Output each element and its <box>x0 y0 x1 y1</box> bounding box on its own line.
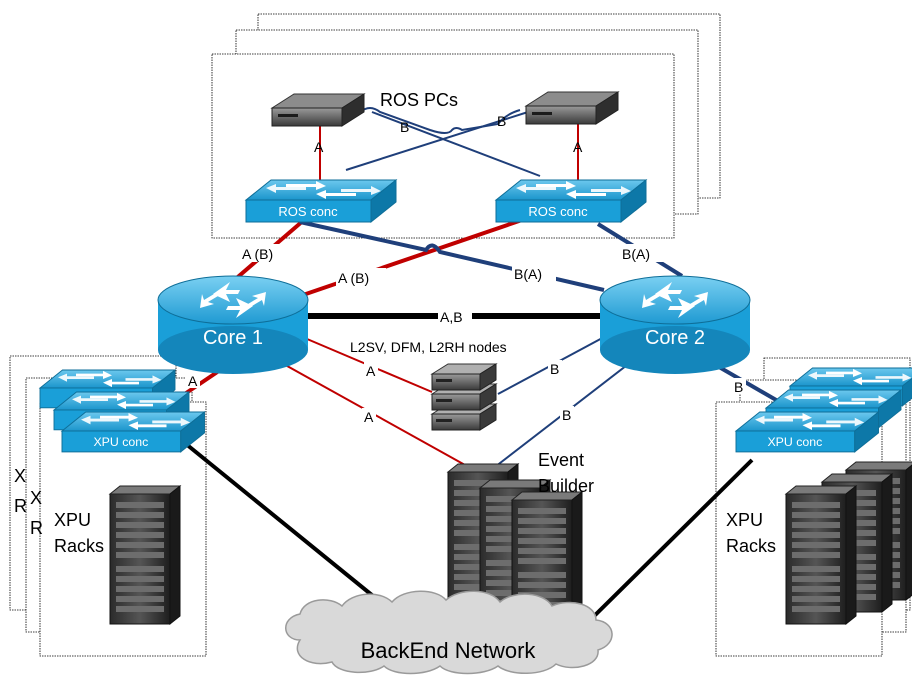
ros-conc-right-core1-label: A (B) <box>338 270 369 286</box>
ros-pcs-label: ROS PCs <box>380 90 458 110</box>
core-interlink-label: A,B <box>440 309 463 325</box>
xpu-rack-right-icon <box>785 485 857 625</box>
xpu-conc-right-switch: XPU conc <box>735 411 879 453</box>
ros-conc-left-core2-label: B(A) <box>514 266 542 282</box>
ros-pc-left-icon <box>271 93 365 127</box>
xpu-rack-left-icon <box>109 485 181 625</box>
link-xpu-right-backend <box>578 458 754 632</box>
link-ros-pc-left-b-cross <box>371 111 541 177</box>
ros-pc-right-icon <box>525 91 619 125</box>
core2-eb-label: B <box>562 407 571 423</box>
core2-router: Core 2 <box>599 275 751 374</box>
ros-conc-left-core1-label: A (B) <box>242 246 273 262</box>
core2-label: Core 2 <box>645 327 705 349</box>
ros-pc-right-b-label: B <box>497 113 506 129</box>
link-ros-conc-left-core2 <box>299 220 605 292</box>
core1-l2-label: A <box>366 363 376 379</box>
event-builder-label-line2: Builder <box>538 476 594 496</box>
core1-router: Core 1 <box>157 275 309 374</box>
xpu-conc-left-switch: XPU conc <box>61 411 205 453</box>
core1-eb-label: A <box>364 409 374 425</box>
ros-conc-left-switch: ROS conc <box>245 179 397 223</box>
link-ros-pc-right-b-cross <box>345 111 529 171</box>
ros-conc-right-core2-label: B(A) <box>622 246 650 262</box>
ros-pc-right-a-label: A <box>573 139 583 155</box>
backend-network-label: BackEnd Network <box>361 638 537 663</box>
ros-pc-left-a-label: A <box>314 139 324 155</box>
left-back-x-label: X <box>14 466 26 486</box>
core1-label: Core 1 <box>203 327 263 349</box>
left-mid-r-label: R <box>30 518 43 538</box>
left-back-r-label: R <box>14 496 27 516</box>
xpu-racks-left-line1: XPU <box>54 510 91 530</box>
l2-nodes-label: L2SV, DFM, L2RH nodes <box>350 339 507 355</box>
left-mid-x-label: X <box>30 488 42 508</box>
ros-conc-right-label: ROS conc <box>528 204 588 219</box>
l2-nodes-server-stack <box>431 363 497 431</box>
xpu-racks-right-line2: Racks <box>726 536 776 556</box>
event-builder-label-line1: Event <box>538 450 584 470</box>
backend-network-cloud: BackEnd Network <box>285 590 613 675</box>
ros-pc-left-b-label: B <box>400 119 409 135</box>
ros-conc-left-label: ROS conc <box>278 204 338 219</box>
xpu-conc-left-label: XPU conc <box>93 435 148 449</box>
xpu-racks-right-line1: XPU <box>726 510 763 530</box>
core1-xpu-label: A <box>188 373 198 389</box>
core2-xpu-label: B <box>734 379 743 395</box>
ros-conc-right-switch: ROS conc <box>495 179 647 223</box>
xpu-conc-right-label: XPU conc <box>767 435 822 449</box>
core2-l2-label: B <box>550 361 559 377</box>
xpu-racks-left-line2: Racks <box>54 536 104 556</box>
